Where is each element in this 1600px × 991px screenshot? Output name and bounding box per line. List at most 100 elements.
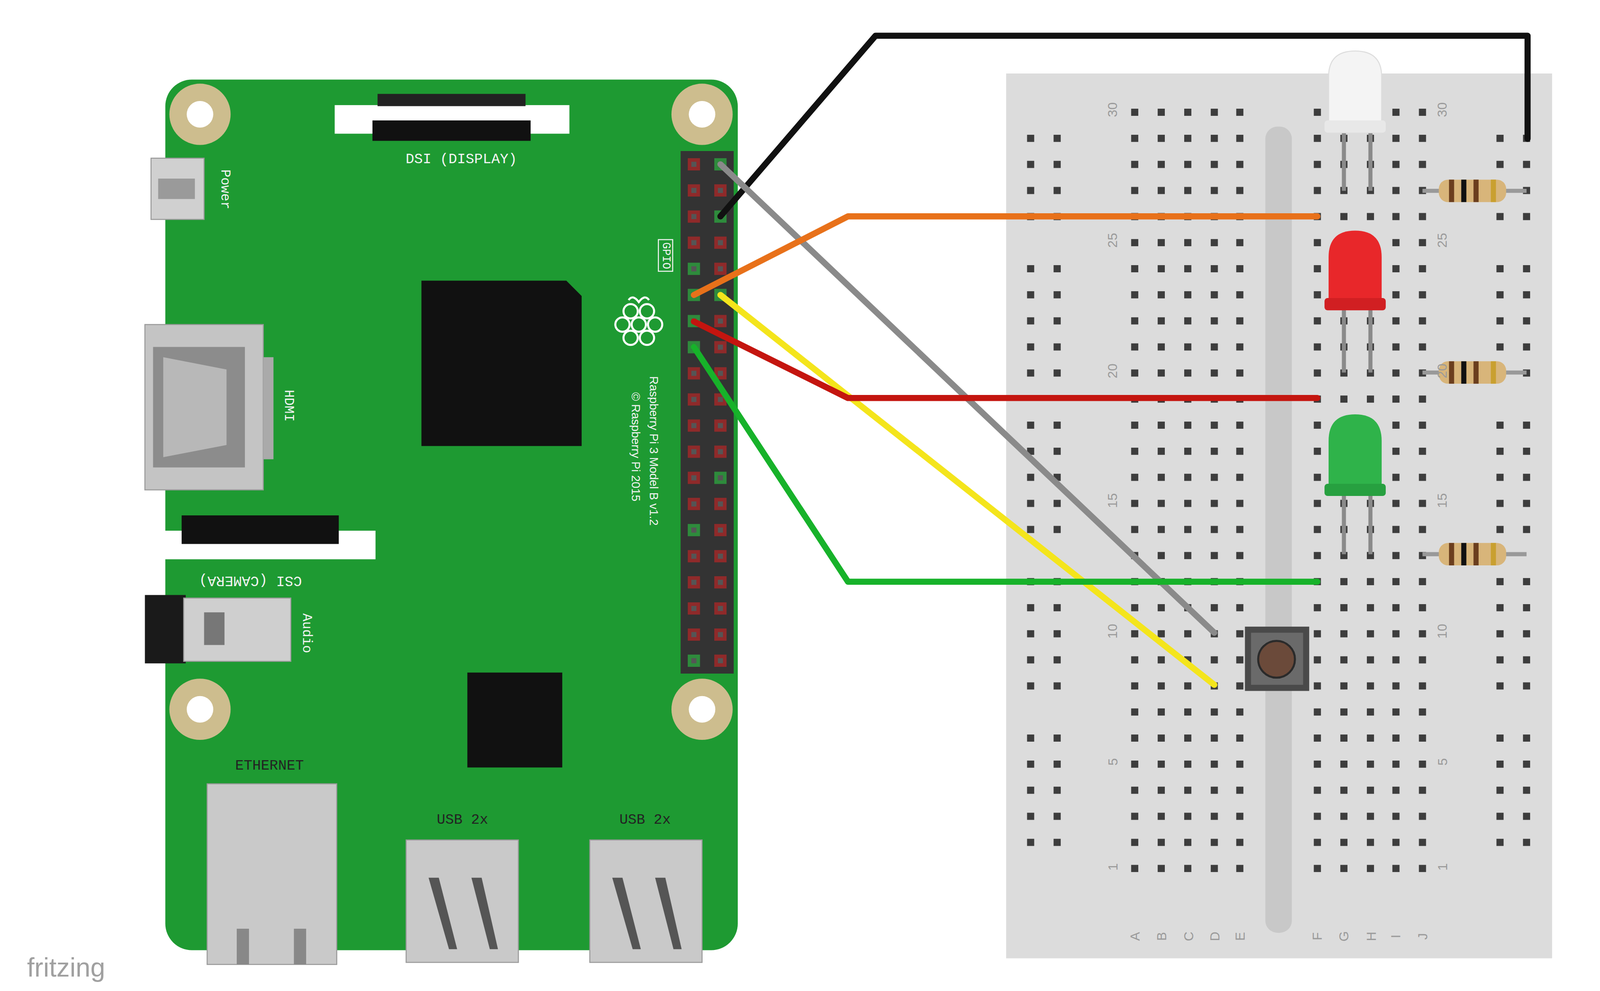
breadboard-hole xyxy=(1366,604,1375,612)
breadboard-hole xyxy=(1131,708,1139,716)
breadboard-hole xyxy=(1236,369,1244,377)
gpio-pin xyxy=(717,632,723,638)
gpio-pin xyxy=(691,370,697,376)
breadboard-hole xyxy=(1236,551,1244,560)
breadboard-hole xyxy=(1418,395,1426,403)
breadboard-hole xyxy=(1157,291,1165,299)
breadboard-hole xyxy=(1392,630,1400,638)
rail-hole xyxy=(1496,682,1504,690)
wire xyxy=(694,321,1318,399)
breadboard-hole xyxy=(1340,786,1348,795)
breadboard-index: 25 xyxy=(1105,232,1119,248)
power-connector xyxy=(158,178,195,199)
rail-hole xyxy=(1027,786,1035,795)
breadboard-hole xyxy=(1157,656,1165,664)
breadboard-hole xyxy=(1392,525,1400,534)
wire xyxy=(720,35,1528,217)
breadboard-hole xyxy=(1131,291,1139,299)
breadboard-hole xyxy=(1236,838,1244,846)
rail-hole xyxy=(1496,212,1504,221)
gpio-pin xyxy=(691,579,697,585)
breadboard-index: C xyxy=(1181,931,1195,941)
breadboard-hole xyxy=(1184,473,1192,482)
mounting-hole xyxy=(169,678,231,741)
breadboard-hole xyxy=(1157,187,1165,195)
rail-hole xyxy=(1027,813,1035,821)
rail-hole xyxy=(1053,421,1061,429)
breadboard-hole xyxy=(1236,421,1244,429)
breadboard-hole xyxy=(1131,317,1139,325)
breadboard-hole xyxy=(1366,813,1375,821)
breadboard-hole xyxy=(1184,734,1192,742)
breadboard-hole xyxy=(1131,500,1139,508)
breadboard-hole xyxy=(1131,343,1139,351)
rail-hole xyxy=(1027,160,1035,169)
breadboard-hole xyxy=(1184,369,1192,377)
rail-hole xyxy=(1053,343,1061,351)
breadboard-hole xyxy=(1131,630,1139,638)
rail-hole xyxy=(1053,525,1061,534)
breadboard-hole xyxy=(1313,500,1321,508)
rail-hole xyxy=(1027,291,1035,299)
breadboard-hole xyxy=(1313,317,1321,325)
gpio-pin xyxy=(691,240,697,246)
breadboard-hole xyxy=(1131,108,1139,116)
breadboard-hole xyxy=(1236,734,1244,742)
rail-hole xyxy=(1496,265,1504,273)
rail-hole xyxy=(1522,343,1531,351)
rail-hole xyxy=(1053,447,1061,456)
breadboard-hole xyxy=(1313,656,1321,664)
breadboard-hole xyxy=(1236,500,1244,508)
breadboard-hole xyxy=(1366,395,1375,403)
breadboard-hole xyxy=(1236,317,1244,325)
rail-hole xyxy=(1027,682,1035,690)
breadboard-hole xyxy=(1131,160,1139,169)
mounting-hole xyxy=(186,101,214,128)
breadboard-hole xyxy=(1340,630,1348,638)
rail-hole xyxy=(1027,838,1035,846)
gpio-pin xyxy=(714,576,727,589)
rail-hole xyxy=(1522,630,1531,638)
push-button xyxy=(1245,626,1310,692)
breadboard-hole xyxy=(1131,447,1139,456)
breadboard-hole xyxy=(1236,682,1244,690)
rail-hole xyxy=(1496,134,1504,143)
breadboard-hole xyxy=(1418,525,1426,534)
breadboard-hole xyxy=(1184,421,1192,429)
rail-hole xyxy=(1027,473,1035,482)
breadboard-hole xyxy=(1418,473,1426,482)
breadboard-hole xyxy=(1131,813,1139,821)
breadboard-hole xyxy=(1236,265,1244,273)
breadboard-hole xyxy=(1157,239,1165,247)
breadboard-hole xyxy=(1210,108,1219,116)
breadboard-hole xyxy=(1184,525,1192,534)
breadboard-hole xyxy=(1210,187,1219,195)
breadboard-hole xyxy=(1418,864,1426,873)
rail-hole xyxy=(1522,656,1531,664)
breadboard-hole xyxy=(1157,708,1165,716)
audio-jack xyxy=(204,612,225,645)
breadboard-hole xyxy=(1184,160,1192,169)
breadboard-hole xyxy=(1392,212,1400,221)
rail-hole xyxy=(1053,630,1061,638)
breadboard-hole xyxy=(1236,760,1244,768)
breadboard-hole xyxy=(1131,604,1139,612)
part-label: © Raspberry Pi 2015 xyxy=(628,392,641,502)
gpio-pins xyxy=(687,158,727,667)
usb-port xyxy=(589,840,703,963)
breadboard-index: A xyxy=(1127,931,1141,941)
breadboard-hole xyxy=(1157,134,1165,143)
gpio-pin xyxy=(691,188,697,194)
gpio-pin xyxy=(687,602,700,615)
rail-hole xyxy=(1027,369,1035,377)
breadboard-hole xyxy=(1392,108,1400,116)
breadboard-hole xyxy=(1392,708,1400,716)
breadboard-hole xyxy=(1313,630,1321,638)
gpio-pin xyxy=(714,340,727,354)
gpio-pin xyxy=(714,236,727,249)
breadboard-hole xyxy=(1366,760,1375,768)
breadboard-hole xyxy=(1340,708,1348,716)
breadboard-hole xyxy=(1313,551,1321,560)
rail-hole xyxy=(1027,421,1035,429)
rail-hole xyxy=(1496,578,1504,586)
